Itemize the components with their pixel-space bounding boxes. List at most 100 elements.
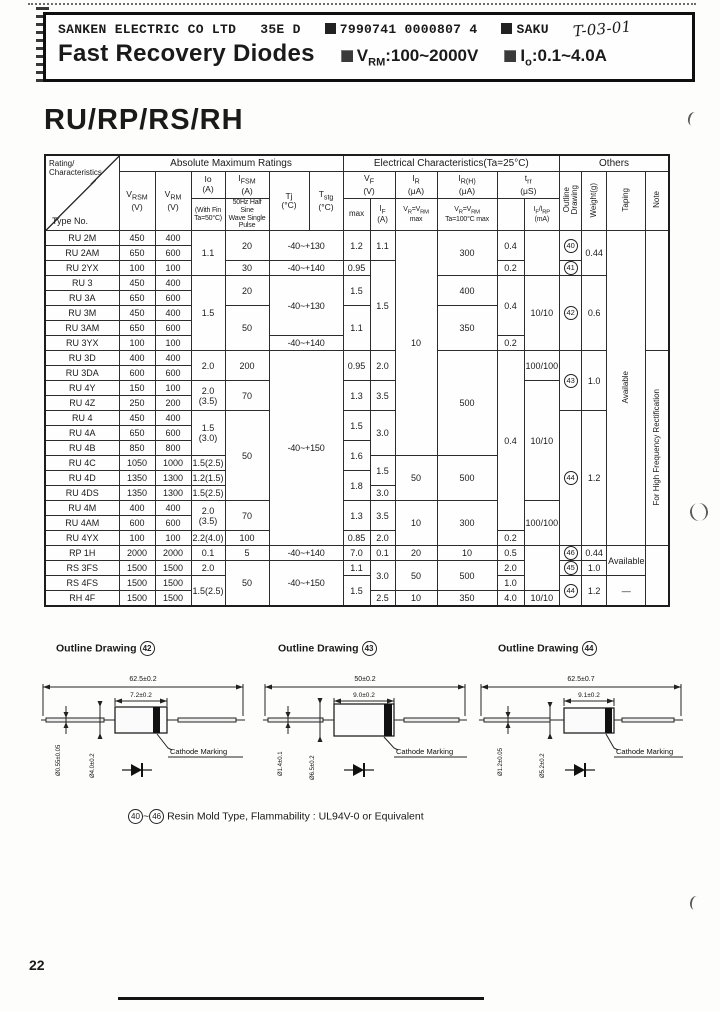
square-mark-icon (501, 22, 513, 34)
value-cell: 250 (118, 395, 156, 412)
value-cell: 0.95 (342, 350, 371, 382)
value-cell: 650 (118, 425, 156, 442)
diode-outline-drawing: 50±0.2 9.0±0.2 Ø1.4±0.1 Ø6.5±0.2 Cathode… (263, 676, 467, 780)
header-box: SANKEN ELECTRIC CO LTD 35E D 7990741 000… (43, 12, 695, 82)
circled-number: 45 (563, 561, 578, 575)
type-no-cell: RU 2YX (44, 260, 120, 277)
value-cell: 500 (436, 350, 498, 457)
circled-number: 43 (563, 373, 578, 388)
value-cell: 850 (118, 440, 156, 457)
type-no-cell: RH 4F (44, 590, 120, 607)
header-cell: Taping (606, 170, 647, 232)
value-cell: 1350 (118, 485, 156, 502)
dim-body-length: 7.2±0.2 (130, 692, 152, 699)
value-cell: 400 (154, 500, 192, 517)
type-no-cell: RU 3DA (44, 365, 120, 382)
value-cell: 300 (436, 230, 498, 277)
value-cell: -40~+140 (268, 545, 344, 562)
value-cell: 400 (154, 275, 192, 292)
value-cell: -40~+140 (268, 260, 344, 277)
dim-overall: 62.5±0.2 (129, 676, 156, 683)
value-cell: 1300 (154, 470, 192, 487)
value-cell: 1.5(3.0) (190, 410, 226, 457)
outline-drawing-44: 62.5±0.7 9.1±0.2 Ø1.2±0.05 Ø5.2±0.2 Cath… (474, 658, 689, 791)
value-cell: 450 (118, 275, 156, 292)
value-cell: 0.95 (342, 260, 371, 277)
value-cell: 1.1 (369, 230, 396, 262)
header-cell: IR(μA) (394, 171, 438, 199)
type-no-cell: RU 4Z (44, 395, 120, 412)
circled-number: 44 (563, 471, 578, 486)
value-cell: 1.2(1.5) (190, 470, 226, 487)
value-cell: 600 (154, 290, 192, 307)
value-cell: 400 (436, 275, 498, 307)
value-cell: 650 (118, 245, 156, 262)
dim-body-length: 9.1±0.2 (578, 692, 600, 699)
flammability-note: 40~46 Resin Mold Type, Flammability : UL… (128, 809, 424, 824)
value-cell: 500 (436, 560, 498, 592)
value-cell: 1500 (118, 590, 156, 607)
value-cell: -40~+130 (268, 230, 344, 262)
doc-code: 35E D (260, 21, 301, 37)
value-cell: 200 (224, 350, 270, 382)
scan-artifact-curl (686, 110, 701, 128)
value-cell: 10/10 (523, 275, 561, 352)
circled-number: 41 (563, 261, 578, 275)
square-mark-icon (340, 50, 353, 62)
value-cell: 100 (224, 530, 270, 547)
circled-number: 43 (361, 641, 377, 656)
value-cell: 1.3 (342, 500, 371, 532)
type-no-cell: RU 3A (44, 290, 120, 307)
value-cell: 0.6 (581, 275, 608, 352)
value-cell: 3.0 (369, 485, 396, 502)
type-no-cell: RU 3AM (44, 320, 120, 337)
value-cell: 0.4 (496, 230, 525, 262)
value-cell: 50 (224, 410, 270, 502)
value-cell: 650 (118, 320, 156, 337)
value-cell: 0.2 (496, 260, 525, 277)
value-cell: 1.5 (342, 410, 371, 442)
brand-mark: SAKU (501, 22, 549, 37)
value-cell (645, 545, 670, 607)
value-cell (645, 230, 670, 352)
type-no-cell: RU 4DS (44, 485, 120, 502)
value-cell: 1.0 (581, 560, 608, 577)
flammability-note-text: Resin Mold Type, Flammability : UL94V-0 … (167, 810, 424, 823)
value-cell: 1.5 (342, 575, 371, 607)
value-cell: 200 (154, 395, 192, 412)
value-cell: 1050 (118, 455, 156, 472)
dim-body-diameter: Ø6.5±0.2 (310, 755, 316, 780)
dim-lead-diameter: Ø1.2±0.05 (498, 747, 504, 776)
value-cell: 7.0 (342, 545, 371, 562)
value-cell: 100 (154, 530, 192, 547)
value-cell: 450 (118, 230, 156, 247)
type-no-cell: RU 3YX (44, 335, 120, 352)
header-cell: VRSM(V) (118, 170, 156, 232)
scan-artifact-bottom-line (118, 997, 484, 1000)
value-cell: 100/100 (523, 350, 561, 382)
scan-artifact-curl (688, 501, 710, 523)
type-no-cell: RU 4D (44, 470, 120, 487)
scan-artifact-curl (688, 895, 703, 911)
value-cell: 150 (118, 380, 156, 397)
value-cell: 2.2(4.0) (190, 530, 226, 547)
page-title: Fast Recovery Diodes (58, 40, 315, 67)
value-cell: 500 (436, 455, 498, 502)
value-cell: 2.5 (369, 590, 396, 607)
value-cell: 2.0 (190, 350, 226, 382)
value-cell: 300 (436, 500, 498, 547)
outline-drawing-ref: 42 (559, 275, 583, 352)
outline-drawing-ref: 45 (559, 560, 583, 577)
header-cell: Weight(g) (581, 170, 608, 232)
value-cell: 1.6 (342, 440, 371, 472)
header-cell (496, 197, 525, 232)
header-cell: Tj(°C) (268, 170, 310, 232)
